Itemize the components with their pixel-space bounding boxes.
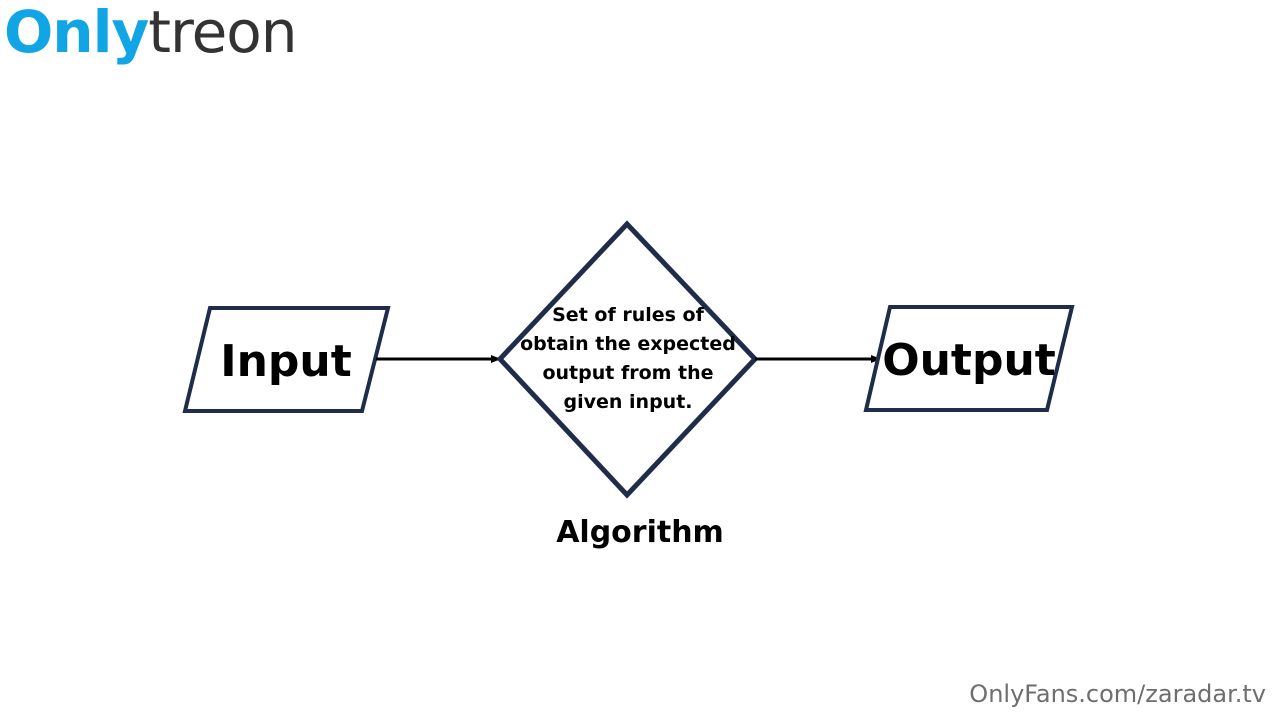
- algorithm-label: Algorithm: [556, 515, 724, 550]
- logo-part-treon: treon: [148, 0, 297, 66]
- input-shape: [182, 306, 391, 413]
- input-label: Input: [220, 336, 352, 387]
- decision-line-4: given input.: [564, 391, 693, 413]
- onlytreon-logo: Onlytreon: [4, 0, 298, 66]
- output-shape: [863, 305, 1075, 412]
- logo-part-only: Only: [4, 0, 149, 66]
- watermark-text: OnlyFans.com/zaradar.tv: [969, 680, 1266, 708]
- output-label: Output: [882, 335, 1056, 386]
- decision-line-2: obtain the expected: [520, 333, 736, 355]
- decision-line-1: Set of rules of: [552, 304, 704, 326]
- decision-line-3: output from the: [542, 362, 713, 384]
- algorithm-diamond: [496, 220, 759, 499]
